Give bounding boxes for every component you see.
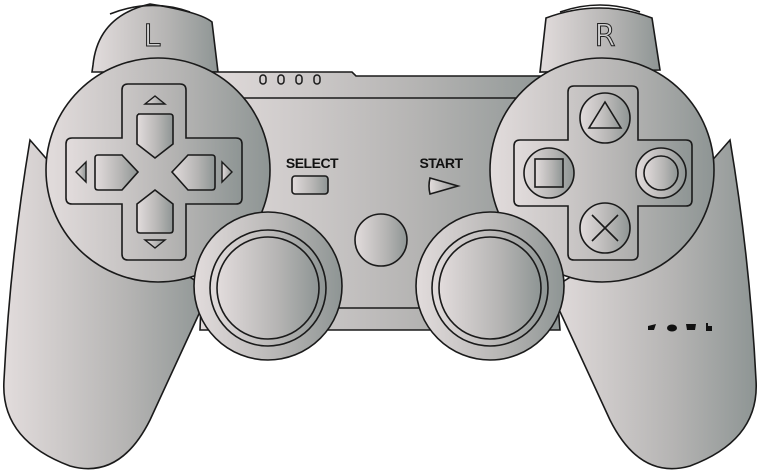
cross-button[interactable] bbox=[579, 202, 631, 254]
dpad-right-arrow-icon bbox=[221, 160, 233, 184]
dpad-down-arrow-icon bbox=[143, 239, 167, 249]
shoulder-left-button[interactable] bbox=[91, 3, 219, 73]
dpad-left[interactable] bbox=[94, 154, 140, 191]
face-buttons-base bbox=[513, 85, 693, 261]
shoulder-left-label: L bbox=[144, 19, 161, 54]
dpad-down[interactable] bbox=[136, 188, 174, 234]
dpad-right[interactable] bbox=[170, 154, 216, 191]
right-analog-stick[interactable] bbox=[415, 211, 565, 361]
player-indicator-dots bbox=[648, 323, 712, 332]
shoulder-right-label: R bbox=[595, 19, 616, 54]
dpad-up-arrow-icon bbox=[143, 95, 167, 105]
start-button[interactable] bbox=[428, 177, 461, 195]
dpad-up[interactable] bbox=[136, 113, 174, 160]
select-button[interactable] bbox=[291, 175, 329, 195]
analog-mode-button[interactable] bbox=[354, 213, 408, 267]
left-grip bbox=[3, 138, 212, 470]
select-label: SELECT bbox=[286, 155, 339, 171]
left-analog-stick[interactable] bbox=[193, 211, 343, 361]
right-grip bbox=[548, 138, 757, 470]
start-label: START bbox=[419, 155, 463, 171]
shoulder-right-button[interactable] bbox=[539, 4, 661, 73]
square-button[interactable] bbox=[523, 147, 575, 199]
dpad-base bbox=[65, 83, 243, 261]
port-indicator-dots bbox=[259, 74, 321, 85]
dpad-left-arrow-icon bbox=[75, 160, 87, 184]
circle-button[interactable] bbox=[635, 147, 687, 199]
triangle-button[interactable] bbox=[579, 92, 631, 144]
